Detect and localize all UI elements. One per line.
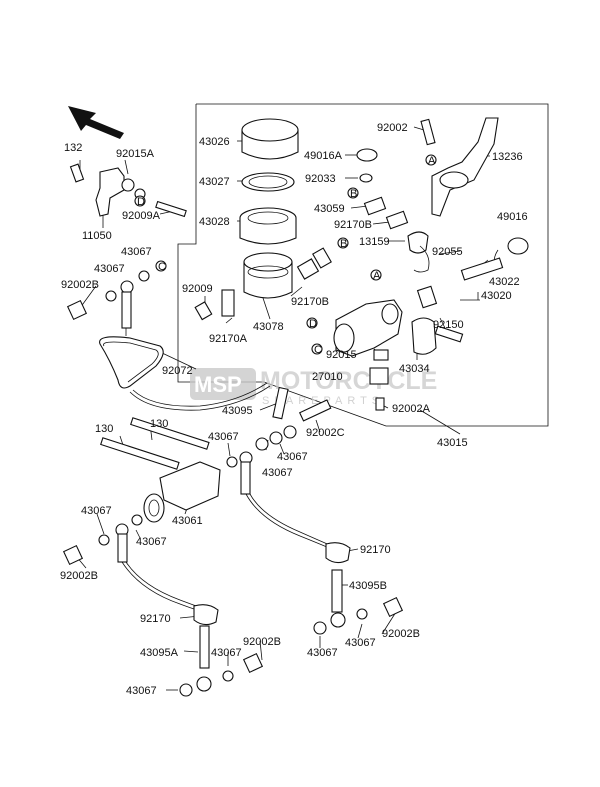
part-label: 43059 xyxy=(314,203,345,215)
part-label: 49016 xyxy=(497,211,528,223)
part-label: 43028 xyxy=(199,216,230,228)
front-direction-arrow xyxy=(68,106,124,139)
upper-small-parts xyxy=(356,148,529,309)
callout-d-2: D xyxy=(309,318,317,330)
bracket-11050 xyxy=(69,163,187,218)
part-label: 92015 xyxy=(326,349,357,361)
callout-markers: D C D C A A B B xyxy=(134,154,437,356)
part-label: 43067 xyxy=(307,647,338,659)
callout-a-1: A xyxy=(428,155,436,167)
part-label: 92055 xyxy=(432,246,463,258)
reservoir-assembly xyxy=(194,118,332,321)
left-lower-hose xyxy=(62,523,264,697)
part-label: 43095B xyxy=(349,580,387,592)
part-label: 92002A xyxy=(392,403,431,415)
part-label: 92170B xyxy=(334,219,372,231)
watermark-title: MOTORCYCLE xyxy=(260,367,437,395)
part-label: 43067 xyxy=(262,467,293,479)
master-cylinder-body xyxy=(333,299,464,411)
part-label: 43095 xyxy=(222,405,253,417)
part-label: 92002B xyxy=(243,636,281,648)
part-labels: 132 92015A 92009A 11050 43067 43067 9200… xyxy=(60,122,528,697)
part-label: 43067 xyxy=(345,637,376,649)
watermark-subtitle: SPAREPARTS xyxy=(262,395,384,407)
part-label: 92002B xyxy=(60,570,98,582)
center-washers xyxy=(226,425,297,468)
part-label: 49016A xyxy=(304,150,343,162)
part-label: 92009A xyxy=(122,210,161,222)
part-label: 43095A xyxy=(140,647,179,659)
part-label: 43022 xyxy=(489,276,520,288)
part-label: 43067 xyxy=(81,505,112,517)
part-label: 92002C xyxy=(306,427,345,439)
callout-b-1: B xyxy=(350,188,357,200)
part-label: 92150 xyxy=(433,319,464,331)
callout-d-1: D xyxy=(137,196,145,208)
watermark: MSP MOTORCYCLE SPAREPARTS xyxy=(190,367,437,407)
hose-joint-43061 xyxy=(100,417,221,526)
part-label: 27010 xyxy=(312,371,343,383)
watermark-logo: MSP xyxy=(194,372,242,397)
callout-c-1: C xyxy=(158,261,166,273)
part-label: 43067 xyxy=(94,263,125,275)
part-label: 43061 xyxy=(172,515,203,527)
hose-clamp-92072 xyxy=(99,336,164,389)
part-label: 43026 xyxy=(199,136,230,148)
part-label: 92002 xyxy=(377,122,408,134)
part-label: 92170 xyxy=(360,544,391,556)
part-label: 13236 xyxy=(492,151,523,163)
part-label: 92170 xyxy=(140,613,171,625)
right-lower-hose xyxy=(239,451,404,635)
part-label: 43067 xyxy=(121,246,152,258)
callout-b-2: B xyxy=(340,238,347,250)
part-label: 92072 xyxy=(162,365,193,377)
main-brake-hose xyxy=(129,382,332,422)
part-label: 92033 xyxy=(305,173,336,185)
part-label: 92170B xyxy=(291,296,329,308)
part-label: 43067 xyxy=(211,647,242,659)
part-label: 43067 xyxy=(277,451,308,463)
part-label: 132 xyxy=(64,142,82,154)
brake-lever-13236 xyxy=(420,117,499,217)
part-label: 13159 xyxy=(359,236,390,248)
part-label: 130 xyxy=(150,418,168,430)
part-label: 92002B xyxy=(382,628,420,640)
part-label: 43067 xyxy=(208,431,239,443)
part-label: 92002B xyxy=(61,279,99,291)
part-label: 92015A xyxy=(116,148,155,160)
part-label: 43067 xyxy=(136,536,167,548)
part-label: 43034 xyxy=(399,363,430,375)
part-label: 43078 xyxy=(253,321,284,333)
left-hose-upper xyxy=(66,270,150,336)
part-label: 92170A xyxy=(209,333,248,345)
part-label: 43067 xyxy=(126,685,157,697)
part-label: 43015 xyxy=(437,437,468,449)
assembly-outline xyxy=(177,103,549,427)
part-label: 43027 xyxy=(199,176,230,188)
part-label: 11050 xyxy=(82,230,112,242)
part-label: 43020 xyxy=(481,290,512,302)
part-label: 92009 xyxy=(182,283,213,295)
callout-a-2: A xyxy=(373,270,381,282)
callout-c-2: C xyxy=(314,344,322,356)
part-label: 130 xyxy=(95,423,113,435)
